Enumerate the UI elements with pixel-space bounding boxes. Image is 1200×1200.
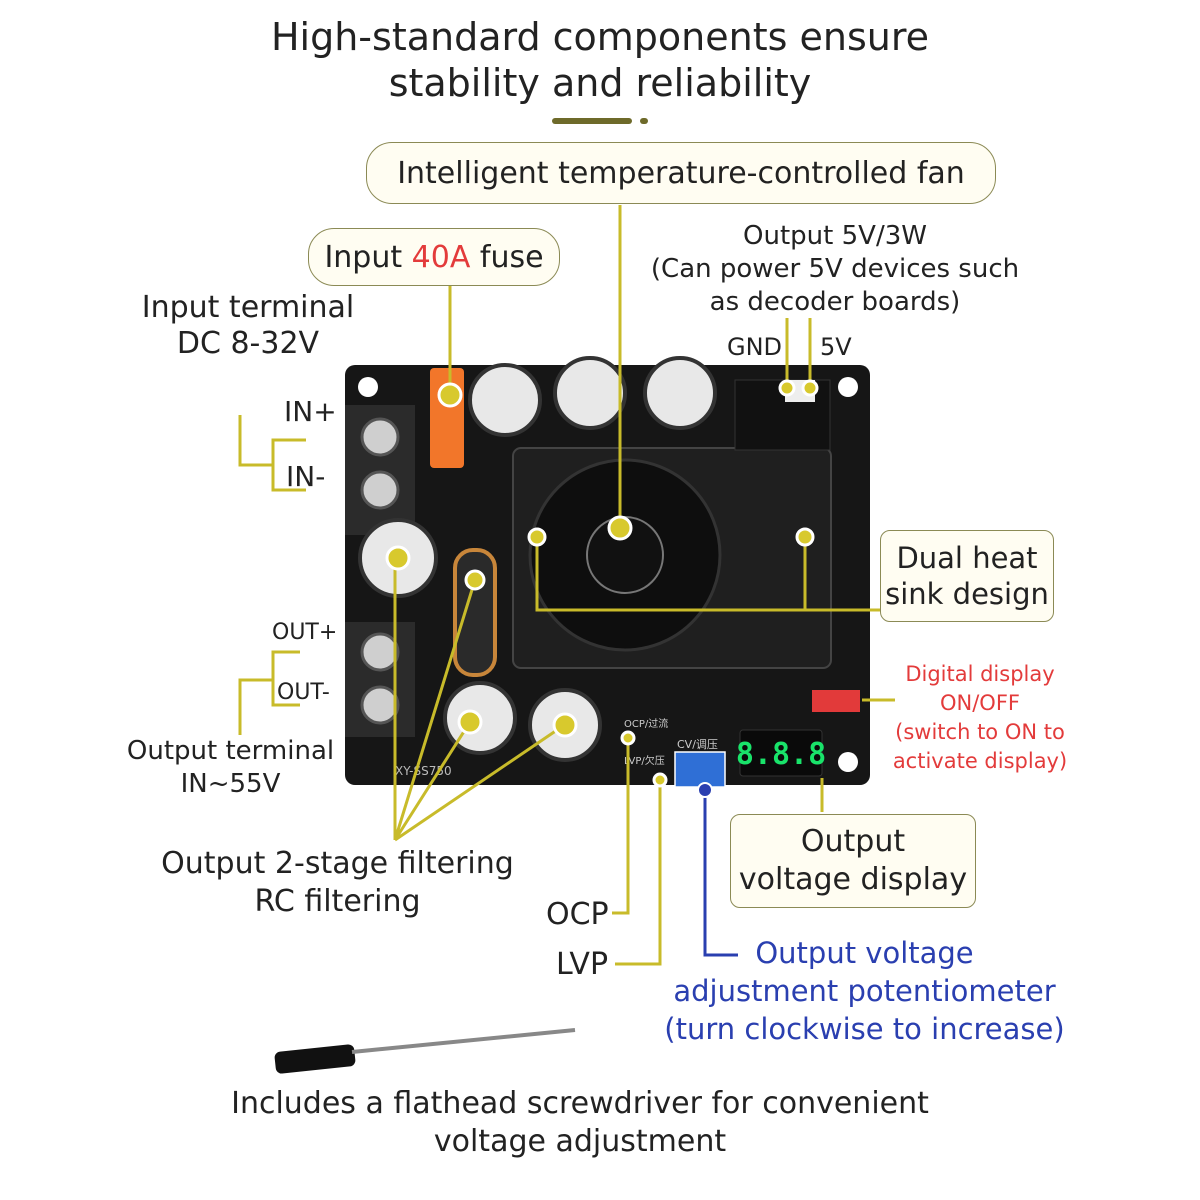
voltage-display-line1: Output bbox=[800, 824, 906, 859]
display-switch-label: Digital display ON/OFF (switch to ON to … bbox=[880, 660, 1080, 776]
output-terminal-line1: Output terminal bbox=[126, 736, 335, 766]
pot-line3: (turn clockwise to increase) bbox=[664, 1012, 1065, 1046]
mount-hole-tr bbox=[838, 377, 858, 397]
lvp-dot bbox=[652, 772, 668, 788]
fan-callout: Intelligent temperature-controlled fan bbox=[366, 142, 996, 204]
inductor bbox=[453, 548, 497, 677]
filter-dot-4 bbox=[552, 712, 578, 738]
pot-leader bbox=[703, 790, 738, 957]
pot-dot bbox=[697, 782, 713, 798]
5v-dot bbox=[801, 379, 819, 397]
filtering-line2: RC filtering bbox=[254, 884, 421, 919]
output-5v-line2: (Can power 5V devices such bbox=[650, 254, 1020, 284]
display-switch-line4: activate display) bbox=[892, 749, 1068, 773]
potentiometer-label: Output voltage adjustment potentiometer … bbox=[652, 934, 1077, 1048]
fuse-value: 40A bbox=[411, 239, 471, 275]
title-line-2: stability and reliability bbox=[388, 61, 812, 105]
footer-line1: Includes a flathead screwdriver for conv… bbox=[231, 1086, 929, 1121]
title-divider bbox=[552, 118, 632, 124]
fuse-prefix: Input bbox=[324, 239, 412, 275]
out-plus-screw bbox=[360, 632, 400, 672]
fuse-callout: Input 40A fuse bbox=[308, 228, 560, 286]
5v-leaders bbox=[785, 318, 812, 388]
gnd-label: GND bbox=[727, 333, 783, 361]
footer-caption: Includes a flathead screwdriver for conv… bbox=[0, 1085, 1160, 1161]
pot-line2: adjustment potentiometer bbox=[673, 974, 1056, 1008]
display-switch-line3: (switch to ON to bbox=[895, 720, 1065, 744]
capacitor-3 bbox=[643, 356, 717, 430]
fuse-suffix: fuse bbox=[470, 239, 544, 275]
potentiometer bbox=[674, 751, 726, 788]
title-line-1: High-standard components ensure bbox=[270, 15, 930, 59]
filtering-label: Output 2-stage filtering RC filtering bbox=[155, 845, 520, 921]
fan-callout-text: Intelligent temperature-controlled fan bbox=[397, 155, 965, 191]
capacitor-2 bbox=[553, 356, 627, 430]
filtering-line1: Output 2-stage filtering bbox=[161, 846, 514, 881]
display-switch-line1: Digital display bbox=[905, 662, 1055, 686]
lvp-leader bbox=[615, 780, 662, 966]
capacitor-1 bbox=[468, 363, 542, 437]
lvp-label: LVP bbox=[556, 947, 609, 982]
ocp-leader bbox=[612, 738, 630, 915]
in-minus-label: IN- bbox=[286, 460, 326, 493]
led-display bbox=[739, 729, 823, 777]
input-terminal-label: Input terminal DC 8-32V bbox=[138, 290, 358, 362]
output-5v-line3: as decoder boards) bbox=[709, 287, 961, 317]
fuse-dot bbox=[437, 382, 463, 408]
in-minus-screw bbox=[360, 470, 400, 510]
silk-lvp: LVP/欠压 bbox=[624, 754, 665, 767]
in-plus-screw bbox=[360, 417, 400, 457]
ocp-dot bbox=[620, 730, 636, 746]
filtering-leaders bbox=[393, 560, 561, 842]
mount-hole-tl bbox=[358, 377, 378, 397]
out-minus-label: OUT- bbox=[277, 680, 330, 705]
gnd-dot bbox=[778, 379, 796, 397]
page-title: High-standard components ensure stabilit… bbox=[0, 14, 1200, 106]
display-switch bbox=[812, 690, 860, 712]
heat-sink-dot-2 bbox=[795, 527, 815, 547]
output-terminal-label: Output terminal IN~55V bbox=[118, 735, 343, 801]
voltage-display-line2: voltage display bbox=[738, 862, 968, 897]
output-terminal-line2: IN~55V bbox=[180, 769, 281, 799]
heat-sink-line1: Dual heat bbox=[896, 541, 1038, 575]
fan-dot bbox=[607, 515, 633, 541]
heat-sink-callout: Dual heat sink design bbox=[880, 530, 1054, 622]
input-leader bbox=[238, 415, 306, 492]
voltage-display-callout: Output voltage display bbox=[730, 814, 976, 908]
5v-label: 5V bbox=[820, 333, 852, 361]
heat-sink-leader bbox=[535, 537, 880, 612]
mount-hole-br bbox=[838, 752, 858, 772]
out-minus-screw bbox=[360, 685, 400, 725]
pot-line1: Output voltage bbox=[755, 936, 974, 970]
in-plus-label: IN+ bbox=[284, 395, 337, 428]
screwdriver-shaft bbox=[351, 1028, 576, 1054]
heat-sink-dot-1 bbox=[527, 527, 547, 547]
input-terminal-line2: DC 8-32V bbox=[176, 326, 320, 361]
input-terminal-line1: Input terminal bbox=[141, 290, 355, 325]
heat-sink-line2: sink design bbox=[885, 577, 1049, 611]
ocp-label: OCP bbox=[546, 897, 609, 932]
out-plus-label: OUT+ bbox=[272, 620, 338, 645]
filter-dot-2 bbox=[464, 569, 486, 591]
footer-line2: voltage adjustment bbox=[433, 1124, 727, 1159]
display-switch-line2: ON/OFF bbox=[939, 691, 1020, 715]
screwdriver-handle bbox=[274, 1044, 356, 1074]
silk-ocp: OCP/过流 bbox=[624, 717, 668, 730]
filter-dot-3 bbox=[457, 709, 483, 735]
output-5v-label: Output 5V/3W (Can power 5V devices such … bbox=[645, 220, 1025, 319]
output-5v-line1: Output 5V/3W bbox=[743, 221, 927, 251]
filter-dot-1 bbox=[385, 545, 411, 571]
silk-cv: CV/调压 bbox=[677, 738, 718, 751]
output-leader bbox=[238, 650, 300, 735]
led-display-readout: 8.8.8 bbox=[736, 737, 826, 772]
title-divider-dot bbox=[640, 118, 648, 124]
